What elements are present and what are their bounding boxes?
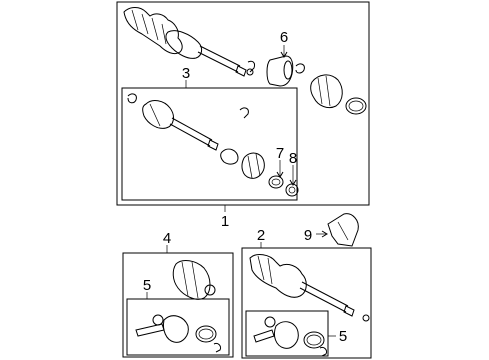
main-assembly-box — [116, 1, 370, 206]
callout-1: 1 — [221, 213, 229, 230]
callout-7: 7 — [276, 145, 284, 162]
lower-left-kit-box — [122, 252, 234, 358]
callout-4: 4 — [163, 230, 171, 247]
lower-right-inner-box — [245, 310, 329, 357]
callout-3: 3 — [182, 65, 190, 82]
inner-joint-components — [127, 93, 299, 197]
lower-right-components — [249, 254, 370, 357]
part-6-bearing — [266, 45, 294, 87]
callout-2: 2 — [257, 227, 265, 244]
callout-6: 6 — [280, 29, 288, 46]
leader-lines — [146, 80, 336, 337]
callout-5-right: 5 — [339, 328, 347, 345]
inner-joint-kit-box — [121, 87, 298, 201]
part-9-bracket — [316, 213, 359, 247]
clip-icon — [295, 63, 305, 74]
lower-right-assembly-box — [241, 247, 372, 359]
callout-5-left: 5 — [143, 277, 151, 294]
snap-ring-icon — [247, 60, 255, 73]
callout-9: 9 — [304, 227, 312, 244]
lower-left-inner-box — [126, 298, 230, 356]
lower-left-components — [135, 260, 221, 353]
top-driveshaft — [123, 7, 254, 77]
outer-boot-right — [310, 74, 367, 115]
callout-8: 8 — [289, 150, 297, 167]
